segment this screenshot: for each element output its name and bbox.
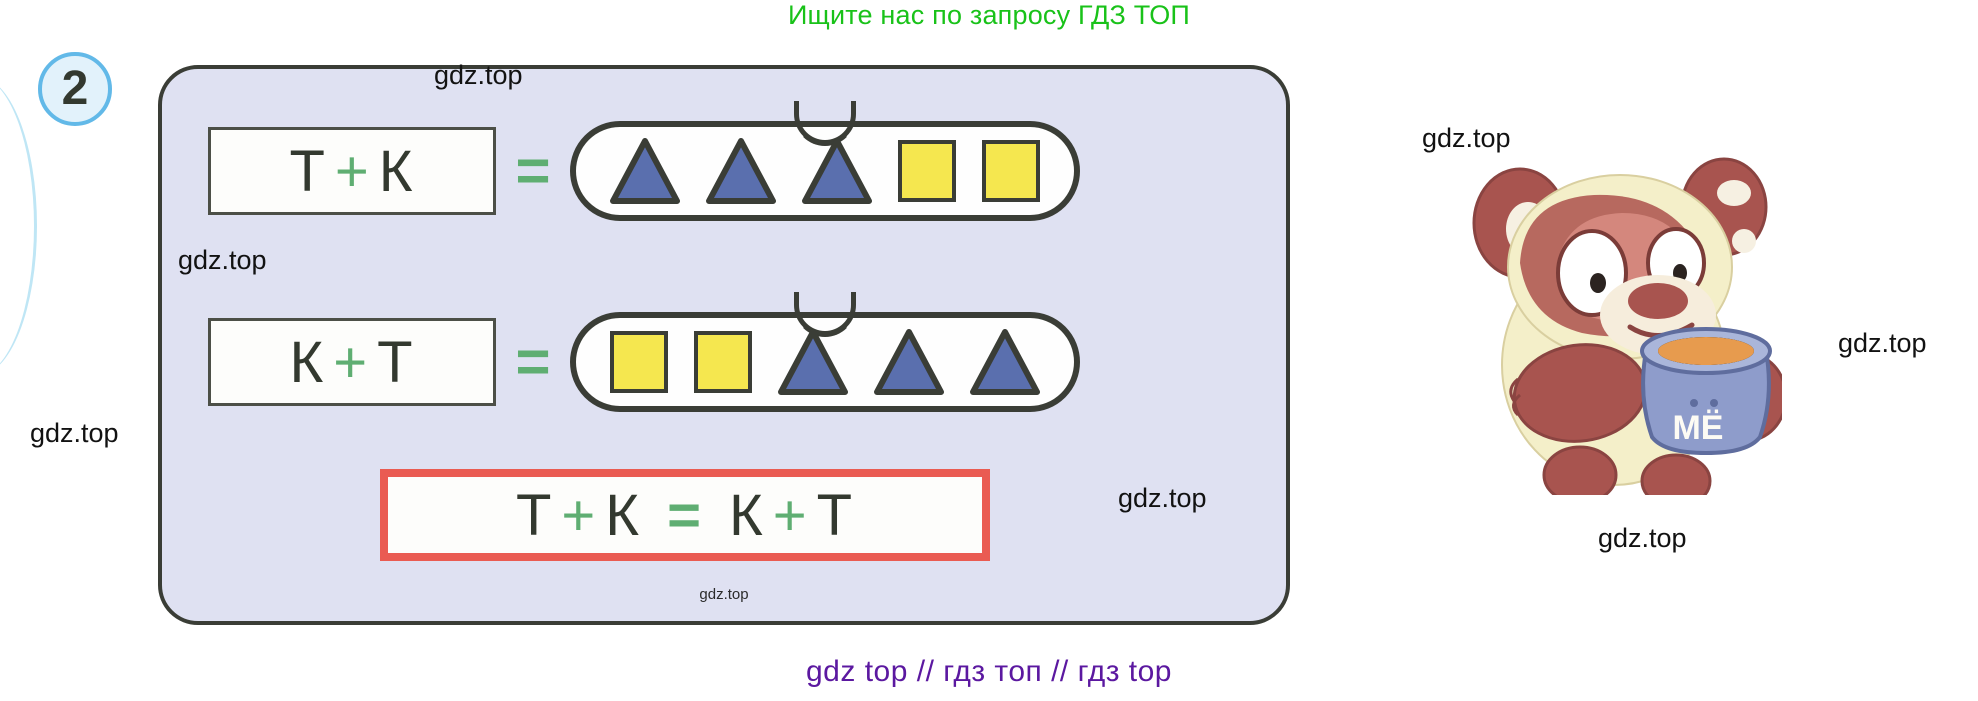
term-right-1: К [378,138,415,204]
answer-term-3: К [728,482,765,548]
answer-term-4: Т [816,482,855,548]
term-left-1: Т [289,138,327,204]
answer-plus-1: + [561,482,598,548]
plus-operator-1: + [334,138,371,204]
watermark-g: gdz.top [1598,523,1687,553]
answer-term-1: Т [515,482,554,548]
equals-sign-2: = [515,328,551,395]
triangle-shape [874,329,944,395]
answer-term-2: К [605,482,642,548]
square-shape [982,140,1040,202]
shape-capsule-wrap-1 [570,101,1080,221]
plus-operator-2: + [333,329,370,395]
watermark-b: gdz.top [178,245,267,275]
expression-box-1: Т + К [208,127,496,215]
watermark-a: gdz.top [434,60,523,90]
triangle-shape [778,329,848,395]
expression-box-2: К + Т [208,318,496,406]
capsule-notch-1 [794,96,856,146]
exercise-number-badge: 2 [38,52,112,126]
square-shape [610,331,668,393]
bear-with-honey-pot-illustration: МЁ [1462,155,1782,495]
triangle-shape [970,329,1040,395]
top-promo-banner: Ищите нас по запросу ГДЗ ТОП [787,0,1191,30]
answer-box: Т + К = К + Т [380,469,990,561]
triangle-shape [706,138,776,204]
answer-plus-2: + [772,482,809,548]
page-edge-curve [0,76,37,376]
term-left-2: К [289,329,326,395]
triangle-shape [802,138,872,204]
capsule-notch-2 [794,287,856,337]
shape-capsule-wrap-2 [570,292,1080,412]
watermark-f: gdz.top [1838,328,1927,358]
equation-row-2: К + Т = [208,292,1080,412]
equals-sign-1: = [515,137,551,204]
square-shape [694,331,752,393]
answer-equals: = [667,482,703,548]
term-right-2: Т [377,329,415,395]
honey-pot-label: МЁ [1672,409,1723,447]
exercise-panel: Т + К = К + [158,65,1290,625]
triangle-shape [610,138,680,204]
watermark-d: gdz.top [1118,483,1207,513]
square-shape [898,140,956,202]
shape-capsule-1 [570,121,1080,221]
equation-row-1: Т + К = [208,101,1080,221]
watermark-e: gdz.top [1422,123,1511,153]
watermark-inner: gdz.top [699,586,749,603]
watermark-c: gdz.top [30,418,119,448]
shape-capsule-2 [570,312,1080,412]
bottom-promo-banner: gdz top // гдз топ // гдз top [805,655,1172,688]
